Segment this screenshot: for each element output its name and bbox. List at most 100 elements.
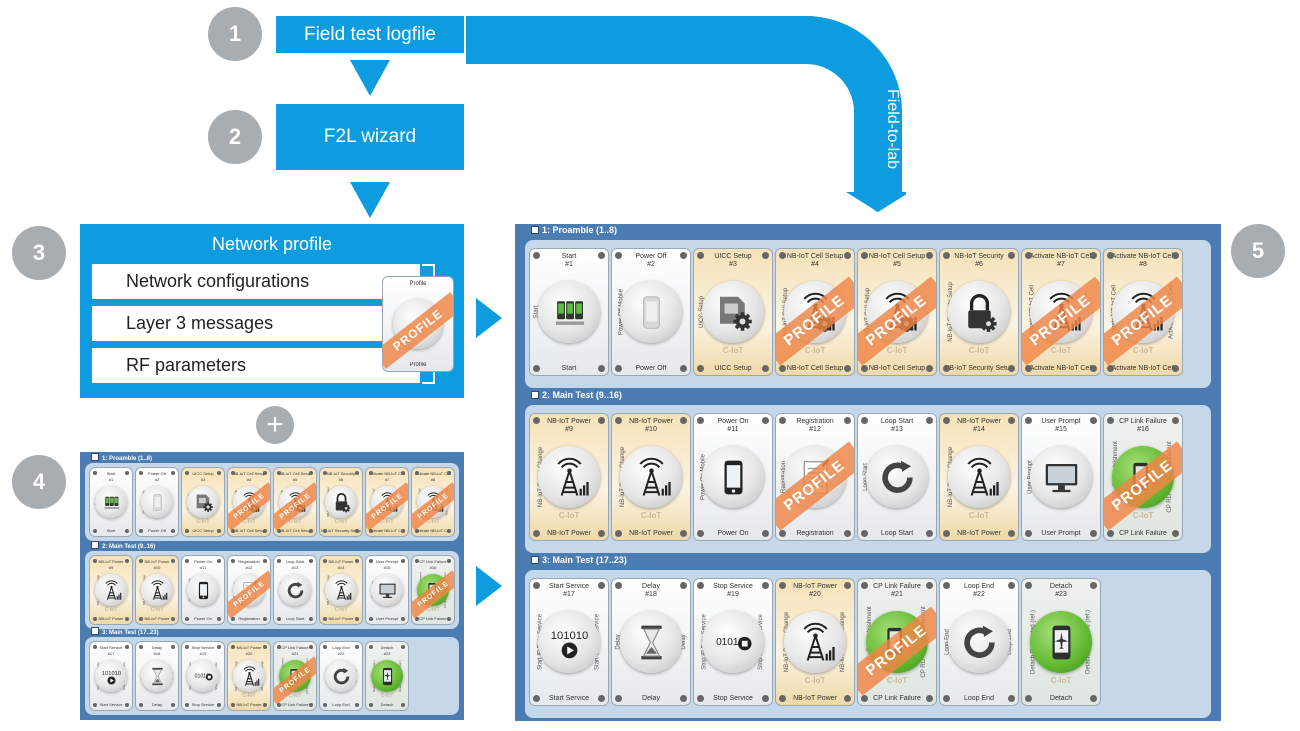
step-card[interactable]: Registration#12RegistrationRegistrationP… bbox=[775, 413, 855, 541]
card-corner-icon bbox=[217, 645, 221, 649]
section-checkbox[interactable] bbox=[531, 391, 539, 399]
card-corner-icon bbox=[217, 559, 221, 563]
card-corner-icon bbox=[125, 617, 129, 621]
step-card-number: #3 bbox=[729, 261, 737, 268]
card-corner-icon bbox=[1008, 417, 1015, 424]
step-card[interactable]: Detach#23DetachDetach Connected (ref.)De… bbox=[365, 641, 409, 711]
section-checkbox[interactable] bbox=[91, 627, 99, 635]
card-corner-icon bbox=[231, 645, 235, 649]
small-test-panel: 1: Proamble (1..8)Start#1StartStartPower… bbox=[80, 452, 464, 720]
step-card-number: #4 bbox=[246, 477, 252, 482]
down-arrow-2 bbox=[350, 182, 390, 218]
ciot-watermark: C-IoT bbox=[242, 692, 256, 699]
test-section-title[interactable]: 3: Main Test (17..23) bbox=[91, 627, 159, 636]
card-corner-icon bbox=[762, 417, 769, 424]
card-corner-icon bbox=[263, 645, 267, 649]
card-corner-icon bbox=[844, 252, 851, 259]
step-card-title: Registration bbox=[238, 559, 260, 564]
section-title-text: 2: Main Test (9..16) bbox=[102, 544, 156, 550]
step-card[interactable]: NB-IoT Security#6NB-IoT Security SetupNB… bbox=[939, 248, 1019, 376]
step-card-title: Detach bbox=[380, 645, 394, 650]
step-card[interactable]: Registration#12RegistrationRegistrationP… bbox=[227, 555, 271, 625]
card-corner-icon bbox=[680, 582, 687, 589]
step-card-number: #3 bbox=[200, 477, 206, 482]
test-section-title[interactable]: 3: Main Test (17..23) bbox=[531, 555, 627, 565]
svg-text:01010: 01010 bbox=[716, 636, 744, 647]
section-checkbox[interactable] bbox=[531, 556, 539, 564]
step-card[interactable]: NB-IoT Cell Setup#4NB-IoT Cell SetupNB-I… bbox=[775, 248, 855, 376]
step-card[interactable]: Detach#23DetachDetach Connected (ref.)De… bbox=[1021, 578, 1101, 706]
card-corner-icon bbox=[401, 645, 405, 649]
card-corner-icon bbox=[277, 471, 281, 475]
step-card[interactable]: NB-IoT Cell Setup#4NB-IoT Cell SetupNB-I… bbox=[227, 467, 271, 537]
step-card-number: #4 bbox=[811, 261, 819, 268]
step-card[interactable]: NB-IoT Power#9NB-IoT PowerNB-IoT Power C… bbox=[89, 555, 133, 625]
step-card-footer: Power On bbox=[194, 616, 212, 621]
step-card[interactable]: NB-IoT Cell Setup#5NB-IoT Cell SetupNB-I… bbox=[273, 467, 317, 537]
step-card-title: NB-IoT Power bbox=[98, 559, 124, 564]
test-section-title[interactable]: 1: Proamble (1..8) bbox=[91, 453, 152, 462]
step-card-title: NB-IoT Power bbox=[547, 418, 591, 425]
test-section-title[interactable]: 2: Main Test (9..16) bbox=[531, 390, 622, 400]
test-section-title[interactable]: 2: Main Test (9..16) bbox=[91, 541, 155, 550]
step-card[interactable]: NB-IoT Security#6NB-IoT Security SetupNB… bbox=[319, 467, 363, 537]
step-card[interactable]: NB-IoT Power#9NB-IoT PowerNB-IoT Power C… bbox=[529, 413, 609, 541]
card-corner-icon bbox=[844, 417, 851, 424]
step-card-title: Loop End bbox=[332, 645, 350, 650]
card-corner-icon bbox=[355, 645, 359, 649]
card-corner-icon bbox=[1025, 365, 1032, 372]
step-card-number: #14 bbox=[337, 565, 345, 570]
card-corner-icon bbox=[1025, 417, 1032, 424]
step-card-footer: NB-IoT Power bbox=[144, 616, 170, 621]
section-checkbox[interactable] bbox=[91, 453, 99, 461]
profile-card: Profile PROFILE Profile bbox=[382, 276, 454, 372]
section-title-text: 1: Proamble (1..8) bbox=[542, 225, 618, 235]
step-card-footer: Start bbox=[106, 528, 116, 533]
card-corner-icon bbox=[697, 582, 704, 589]
card-corner-icon bbox=[762, 695, 769, 702]
section-checkbox[interactable] bbox=[91, 541, 99, 549]
test-section-title[interactable]: 1: Proamble (1..8) bbox=[531, 225, 617, 235]
ciot-watermark: C-IoT bbox=[886, 345, 908, 355]
section-checkbox[interactable] bbox=[531, 226, 539, 234]
step-card-number: #22 bbox=[973, 591, 985, 598]
step-card-title: NB-IoT Cell Setup bbox=[786, 253, 844, 260]
phones-stack-icon bbox=[95, 486, 127, 518]
step-card[interactable]: NB-IoT Cell Setup#5NB-IoT Cell SetupNB-I… bbox=[857, 248, 937, 376]
data-stop-icon: 01010 bbox=[187, 660, 219, 692]
